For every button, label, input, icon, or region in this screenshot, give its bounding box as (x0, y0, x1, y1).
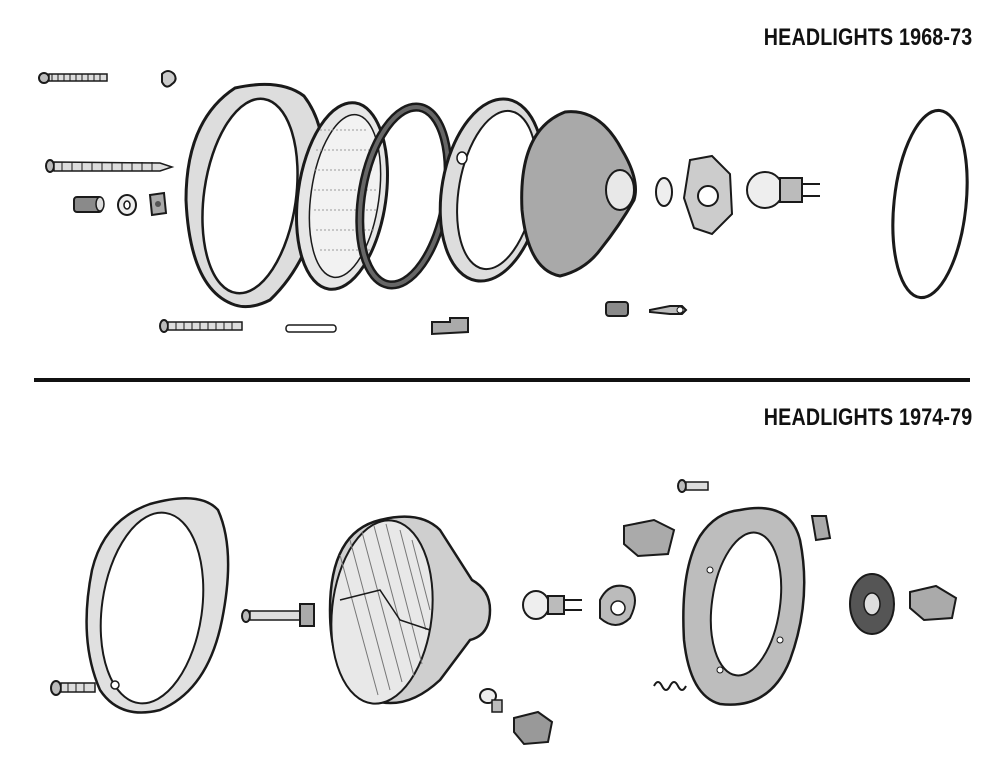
sealed-beam (328, 515, 492, 705)
bulb-socket (655, 154, 734, 236)
screw-long-top (38, 72, 108, 84)
o-ring (891, 108, 969, 300)
trim-ring (184, 82, 326, 309)
screw-top (677, 479, 709, 493)
headlight-1974-79-exploded-diagram (50, 479, 958, 746)
pin (285, 324, 337, 333)
screw (50, 680, 96, 696)
washer (117, 194, 137, 216)
clip-right (810, 515, 832, 542)
clip-left (623, 518, 676, 558)
mounting-ring (682, 506, 806, 706)
adjuster-clip (431, 317, 469, 336)
reflector (520, 110, 637, 278)
spring (653, 681, 687, 691)
rubber-grommet (849, 573, 895, 635)
section-title-1968-73: HEADLIGHTS 1968-73 (763, 24, 972, 51)
section-divider (34, 378, 970, 382)
screw-bottom (159, 319, 243, 333)
adjuster-screw (241, 603, 315, 627)
bulb-holder (599, 584, 636, 626)
trim-ring (85, 497, 230, 714)
connector (909, 584, 958, 622)
socket (513, 710, 554, 746)
spacer (73, 196, 105, 213)
square-nut (148, 191, 168, 217)
terminal (649, 305, 688, 315)
bulb (522, 590, 582, 620)
bulb (746, 171, 820, 209)
small-bulb (479, 688, 503, 713)
small-spacer (605, 301, 629, 317)
section-title-1974-79: HEADLIGHTS 1974-79 (763, 404, 972, 431)
screw-long-mid (45, 159, 175, 173)
clip-small (161, 70, 177, 88)
headlight-1968-73-exploded-diagram (38, 70, 969, 336)
retaining-ring (438, 97, 546, 283)
